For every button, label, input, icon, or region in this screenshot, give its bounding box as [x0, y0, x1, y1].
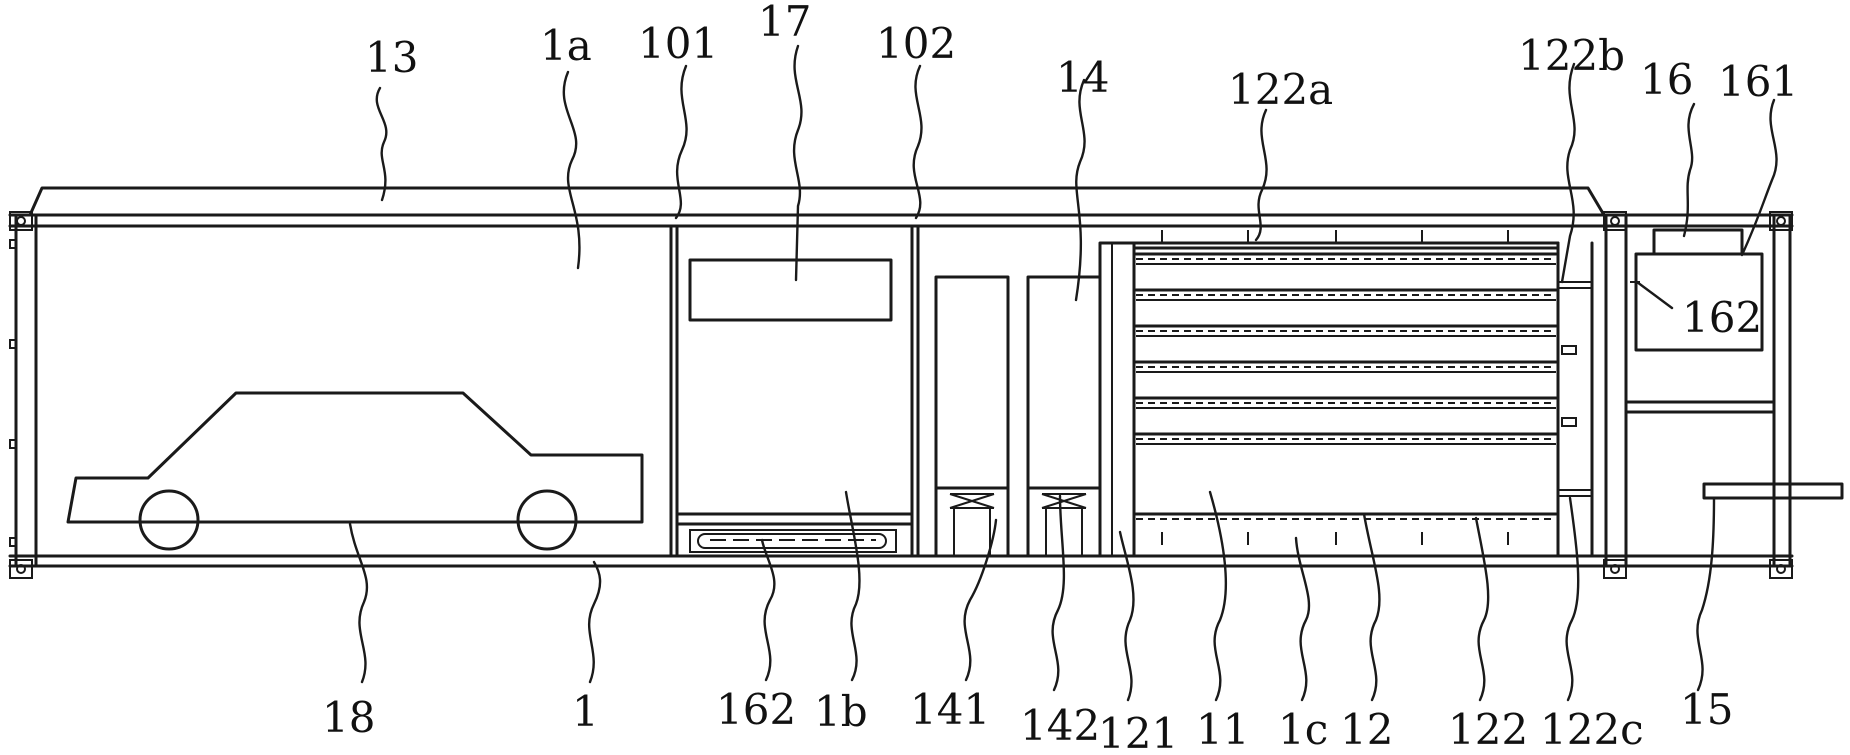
label-1c: 1c: [1278, 705, 1328, 754]
label-13: 13: [365, 33, 418, 82]
container-body: [8, 186, 1794, 568]
label-12: 12: [1340, 705, 1393, 754]
partition-walls: [669, 224, 920, 558]
corner-fittings: [9, 211, 1793, 579]
label-102: 102: [876, 19, 956, 68]
label-121: 121: [1098, 709, 1178, 755]
rack-right-posts: [1556, 241, 1594, 558]
label-1a: 1a: [540, 21, 592, 70]
label-122a: 122a: [1228, 65, 1333, 114]
left-door-hinges: [9, 239, 17, 547]
leader-lines: [348, 44, 1778, 702]
equipment-compartment: [1624, 228, 1844, 500]
label-122: 122: [1448, 705, 1528, 754]
label-1b: 1b: [814, 687, 868, 736]
label-161: 161: [1718, 57, 1798, 106]
label-18: 18: [322, 693, 375, 742]
label-101: 101: [638, 19, 718, 68]
label-141: 141: [910, 685, 990, 734]
cultivation-rack: [1098, 241, 1560, 558]
label-122b: 122b: [1518, 31, 1625, 80]
spray-nozzles: [1161, 230, 1509, 545]
label-122c: 122c: [1540, 705, 1644, 754]
label-162-right: 162: [1682, 293, 1762, 342]
label-1: 1: [572, 687, 599, 736]
compartment-1b-box: [675, 258, 914, 553]
car-icon: [66, 391, 644, 551]
tray-layers: [1134, 252, 1558, 520]
label-15: 15: [1680, 685, 1733, 734]
label-17: 17: [758, 0, 811, 46]
part-labels: 13 1a 101 17 102 14 122a 122b 16 161 162…: [322, 0, 1798, 755]
label-14: 14: [1056, 53, 1109, 102]
cabinets: [934, 275, 1102, 558]
label-11: 11: [1196, 705, 1249, 754]
label-162-bottom: 162: [716, 685, 796, 734]
label-142: 142: [1020, 701, 1100, 750]
label-16: 16: [1640, 55, 1693, 104]
